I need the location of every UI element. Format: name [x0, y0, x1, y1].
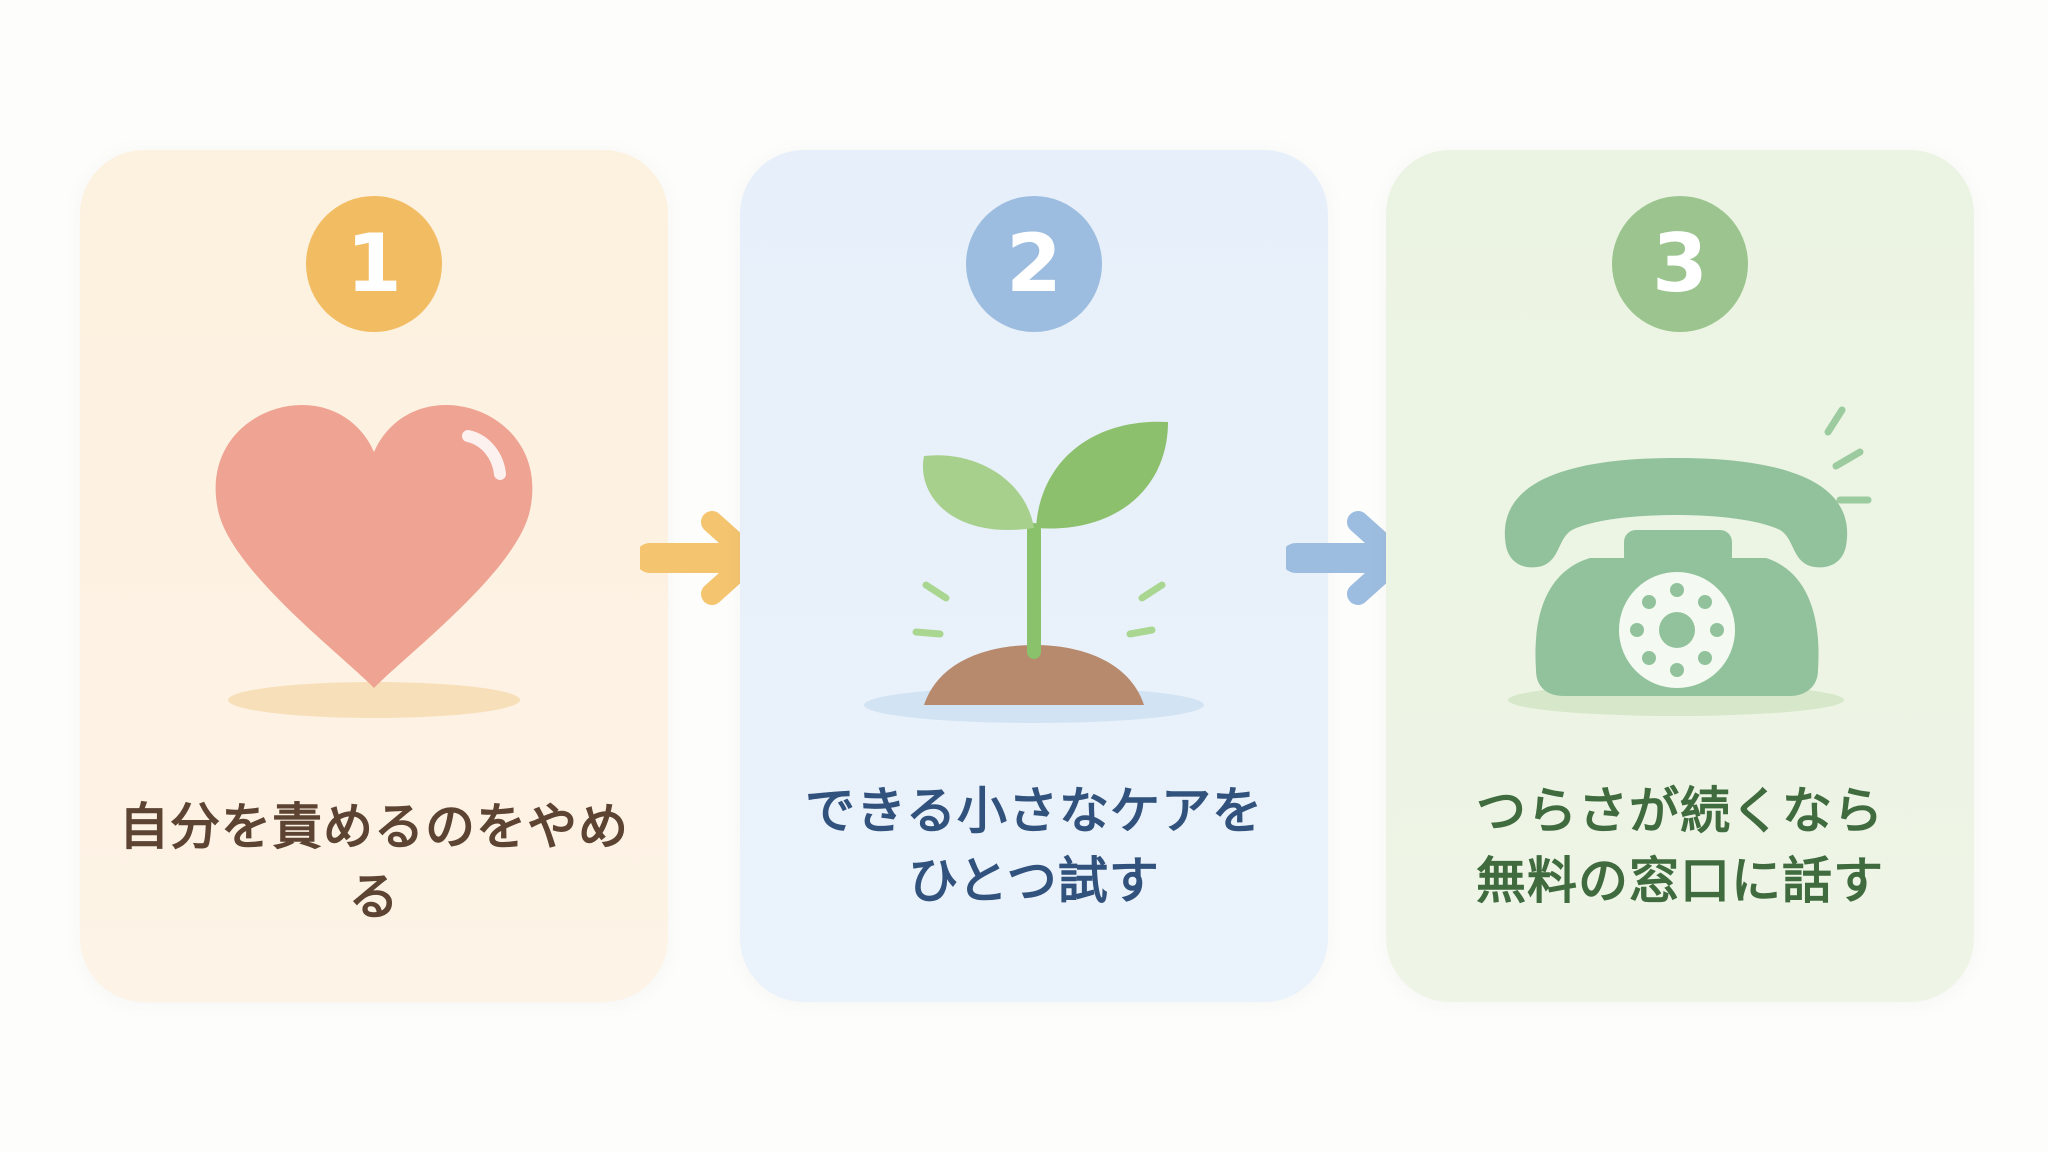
step-label: つらさが続くなら 無料の窓口に話す — [1406, 776, 1954, 916]
step-label: 自分を責めるのをやめる — [119, 798, 629, 926]
step-number-badge: 3 — [1612, 196, 1748, 332]
step-label-line-1: できる小さなケアを — [805, 782, 1263, 840]
step-card-1: 1 自分を責めるのをやめる — [80, 150, 668, 1002]
step-card-2: 2 できる小さなケアを ひとつ試す — [740, 150, 1328, 1002]
step-label-line-2: ひとつ試す — [908, 852, 1160, 910]
step-label-line-1: つらさが続くなら — [1476, 782, 1884, 840]
step-label-line-2: 無料の窓口に話す — [1476, 852, 1884, 910]
step-card-3: 3 つらさが続くなら 無料の窓口に話す — [1386, 150, 1974, 1002]
step-number-badge: 1 — [306, 196, 442, 332]
sprout-icon — [864, 421, 1204, 723]
step-number-badge: 2 — [966, 196, 1102, 332]
telephone-icon — [1504, 406, 1872, 716]
step-label: できる小さなケアを ひとつ試す — [760, 776, 1308, 916]
heart-icon — [215, 405, 533, 718]
